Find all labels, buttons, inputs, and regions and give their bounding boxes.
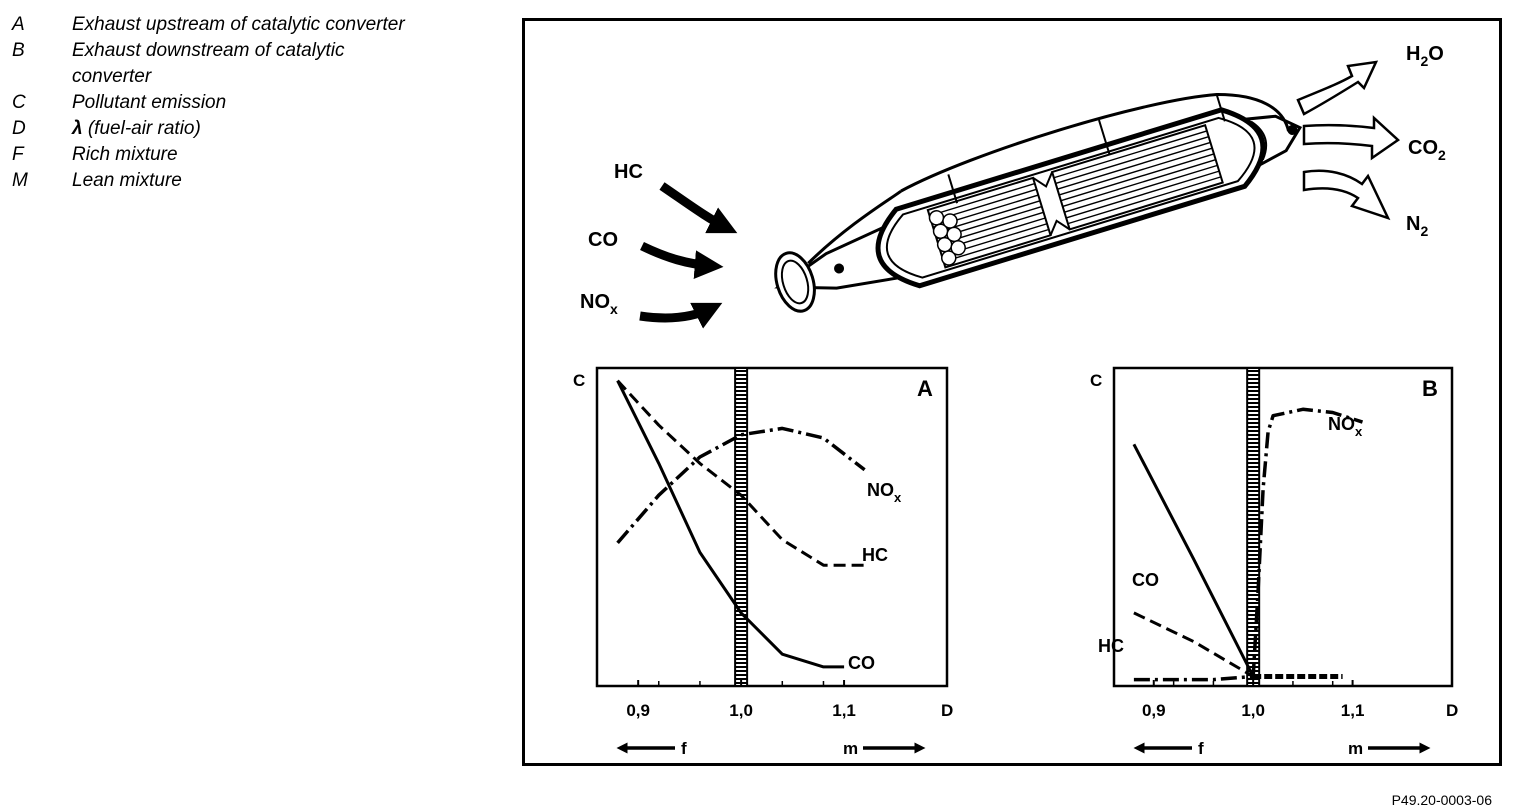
legend-item-m: M Lean mixture [10, 168, 490, 194]
legend-text: Lean mixture [72, 170, 182, 191]
legend-text-rest: (fuel-air ratio) [87, 118, 201, 139]
plot-frame [595, 366, 949, 688]
legend-text: λ (fuel-air ratio) [72, 116, 490, 142]
figure-frame [522, 18, 1502, 766]
series-line-co [616, 380, 845, 669]
x-axis-label: D [1446, 701, 1458, 720]
series-label-co: CO [1132, 570, 1159, 590]
x-tick-label: 1,0 [729, 701, 753, 720]
arrow-out-n2 [1302, 169, 1391, 221]
legend-key: M [12, 170, 28, 191]
legend-text: Rich mixture [72, 144, 178, 165]
x-tick-label: 1,1 [832, 701, 856, 720]
series-label-nox: NOx [867, 480, 902, 505]
lean-label: m [1348, 739, 1363, 758]
figure-reference: P49.20-0003-06 [1391, 792, 1492, 808]
arrow-in-co [640, 241, 724, 279]
series-label-hc: HC [862, 545, 888, 565]
legend-key: D [12, 118, 26, 139]
series-line-nox [616, 426, 866, 545]
lambda-one-band [734, 367, 749, 687]
lambda-symbol: λ [72, 118, 83, 139]
legend-text: Exhaust upstream of catalytic converter [72, 14, 405, 35]
arrow-out-h2o [1296, 60, 1379, 116]
legend-key: C [12, 92, 26, 113]
legend: A Exhaust upstream of catalytic converte… [10, 12, 490, 194]
legend-text: Exhaust downstream of catalytic converte… [72, 40, 345, 87]
catalytic-converter-illustration: HC CO NOx H2O CO2 N2 [580, 43, 1446, 329]
y-axis-label: C [1090, 371, 1102, 390]
x-tick-label: 1,0 [1241, 701, 1265, 720]
legend-key: B [12, 40, 25, 61]
arrow-in-nox [639, 302, 723, 329]
arrow-in-hc [659, 182, 738, 234]
x-axis-label: D [941, 701, 953, 720]
y-axis-label: C [573, 371, 585, 390]
x-tick-label: 0,9 [1142, 701, 1166, 720]
chart-panel-a: 0,9 1,0 1,1 C D Af m CO HC NOx [573, 366, 953, 758]
series-label-nox: NOx [1328, 414, 1363, 439]
legend-item-b: B Exhaust downstream of catalytic conver… [10, 38, 490, 90]
series-label-hc: HC [1098, 636, 1124, 656]
legend-key: A [12, 14, 25, 35]
legend-key: F [12, 144, 24, 165]
arrow-out-co2 [1302, 115, 1400, 161]
rich-label: f [1198, 739, 1204, 758]
x-tick-label: 1,1 [1341, 701, 1365, 720]
panel-label: A [917, 376, 933, 401]
series-label-co: CO [848, 653, 875, 673]
subscript: x [1355, 424, 1363, 439]
series-line-co [1132, 443, 1255, 678]
output-co2-label: CO2 [1408, 137, 1446, 163]
legend-text: Pollutant emission [72, 92, 227, 113]
output-h2o-label: H2O [1406, 43, 1444, 69]
lean-label: m [843, 739, 858, 758]
lambda-one-band [1246, 367, 1261, 687]
output-n2-label: N2 [1406, 213, 1428, 239]
input-nox-label: NOx [580, 291, 618, 317]
series-line-hc [616, 379, 865, 567]
chart-panel-b: 0,9 1,0 1,1 C D Bf m CO HC NOx [1090, 366, 1458, 758]
subscript: x [894, 490, 902, 505]
figure-diagram: HC CO NOx H2O CO2 N2 0,9 1,0 1,1 C D Af m CO HC N… [573, 43, 1458, 758]
input-co-label: CO [588, 229, 618, 251]
legend-item-c: C Pollutant emission [10, 90, 490, 116]
legend-item-a: A Exhaust upstream of catalytic converte… [10, 12, 490, 38]
legend-item-d: D λ (fuel-air ratio) [10, 116, 490, 142]
plot-frame [1112, 366, 1454, 688]
series-line-nox [1133, 407, 1364, 682]
panel-label: B [1422, 376, 1438, 401]
series-line-hc [1133, 611, 1254, 678]
x-tick-label: 0,9 [626, 701, 650, 720]
legend-item-f: F Rich mixture [10, 142, 490, 168]
rich-label: f [681, 739, 687, 758]
input-hc-label: HC [614, 161, 643, 183]
